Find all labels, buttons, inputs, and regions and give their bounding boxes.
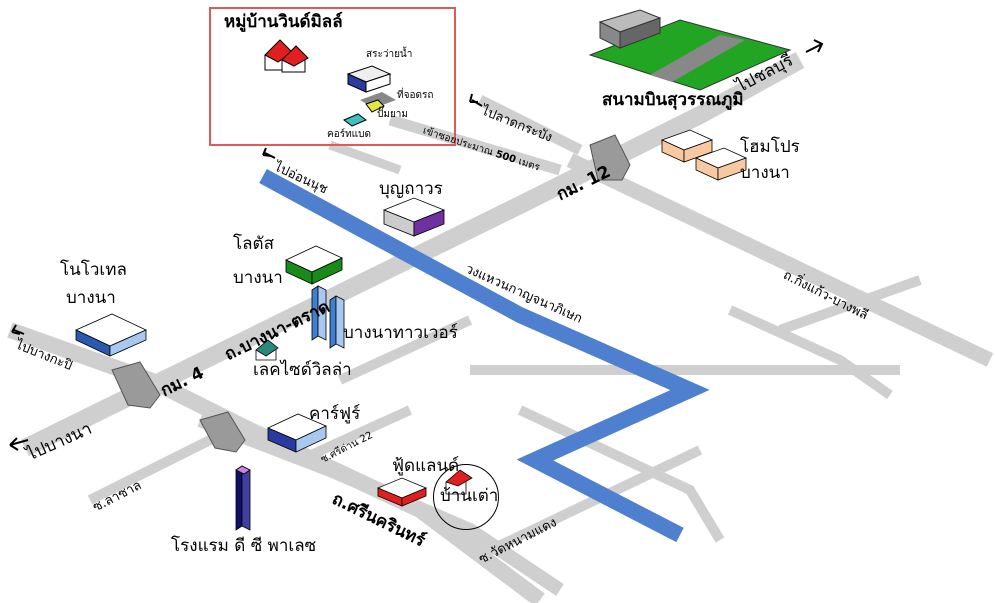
plane-runway-icon (588, 9, 792, 91)
building-icon (660, 129, 748, 181)
ring-road (259, 168, 710, 543)
house-icon (255, 339, 279, 361)
building-icon (267, 413, 327, 453)
lakeside-label: เลคไซด์วิลล่า (253, 360, 352, 380)
building-icon (343, 113, 367, 127)
lotus-label-1: โลตัส (233, 234, 274, 254)
pool-icon (346, 65, 392, 93)
road-kingkaeo (566, 153, 994, 367)
village-frame (209, 7, 456, 146)
building-icon (75, 313, 147, 357)
novotel-label-2: บางนา (66, 288, 116, 308)
dc-palace-label: โรงแรม ดี ซี พาเลซ (171, 536, 317, 556)
parking-label: ที่จอดรถ (397, 90, 434, 101)
tower-icon (311, 285, 345, 349)
pump-label: ปั๊มยาม (377, 109, 409, 120)
road-soi-entrance (388, 114, 562, 176)
building-icon (376, 477, 428, 507)
lotus-label-2: บางนา (233, 268, 283, 288)
building-icon (382, 197, 446, 237)
food-land-label: ฟู้ดแลนด์ (392, 456, 460, 476)
ban-tao-circle (433, 464, 499, 530)
homepro-label-2: บางนา (740, 163, 790, 183)
pool-label: สระว่ายน้ำ (366, 49, 413, 60)
homepro-label-1: โฮมโปร (740, 137, 800, 157)
arrow-icon (9, 39, 824, 451)
tower-icon (235, 465, 251, 531)
boon-thavorn-label: บุญถาวร (379, 179, 443, 199)
building-icon (285, 245, 343, 285)
ban-tao-label: บ้านเต่า (440, 486, 499, 506)
novotel-label-1: โนโวเทล (60, 260, 127, 280)
badminton-label: คอร์ทแบด (327, 129, 371, 140)
bangna-tower-label: บางนาทาวเวอร์ (343, 323, 458, 343)
roads (7, 52, 994, 603)
road-lat-krabang (477, 95, 583, 155)
village-label: หมู่บ้านวินด์มิลล์ (224, 12, 343, 32)
house-icon (264, 39, 309, 73)
road-bang-kapi (7, 322, 545, 603)
bridge-icon (111, 134, 631, 453)
building-icon (365, 99, 385, 113)
airport-label: สนามบินสุวรรณภูมิ (602, 90, 744, 110)
carrefour-label: คาร์ฟูร์ (309, 404, 361, 424)
